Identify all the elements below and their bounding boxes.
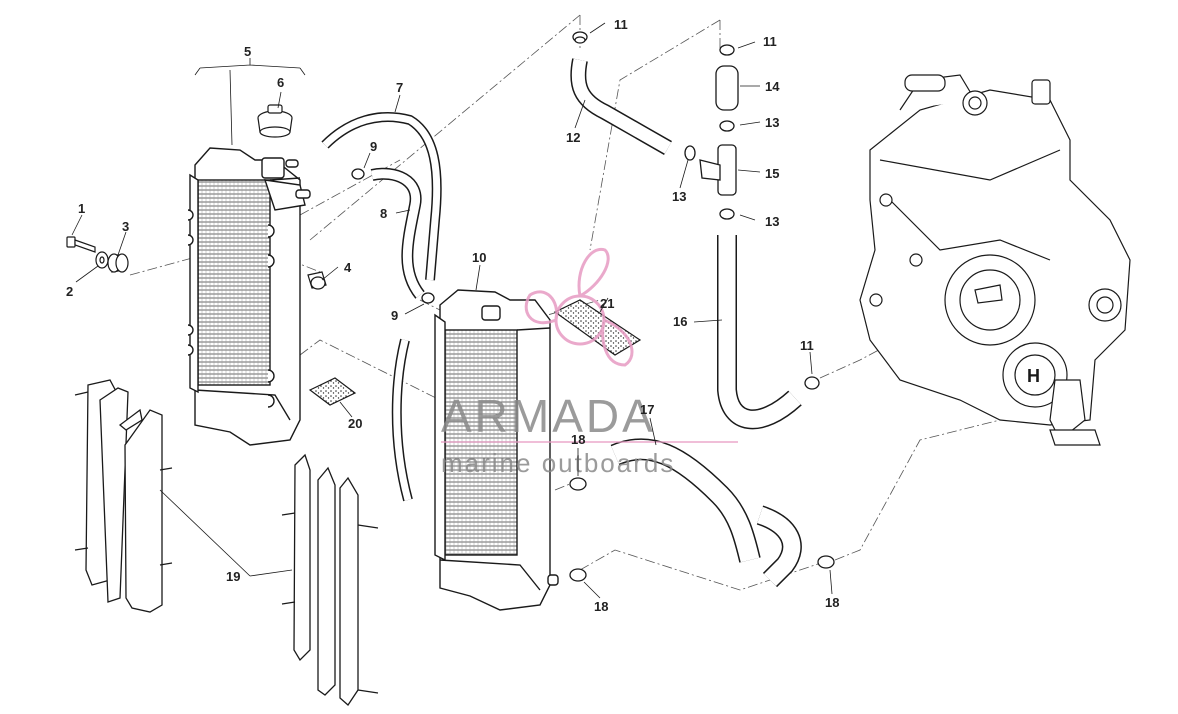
- callout-6: 6: [277, 75, 284, 90]
- callout-leaders: [71, 22, 833, 599]
- callout-13-left: 13: [672, 189, 686, 204]
- callout-11-upper-left: 11: [614, 17, 628, 32]
- hose-17: [610, 438, 802, 588]
- callout-14: 14: [765, 79, 780, 94]
- callout-9-lower: 9: [391, 308, 398, 323]
- callout-2: 2: [66, 284, 73, 299]
- callout-13-upper: 13: [765, 115, 779, 130]
- callout-10: 10: [472, 250, 486, 265]
- mount-hardware: [66, 236, 327, 290]
- callout-7: 7: [396, 80, 403, 95]
- radiator-cap: [257, 104, 293, 138]
- callout-12: 12: [566, 130, 580, 145]
- callout-5: 5: [244, 44, 251, 59]
- callout-16: 16: [673, 314, 687, 329]
- filter-pad-21: [553, 299, 642, 356]
- callout-19: 19: [226, 569, 240, 584]
- callout-4: 4: [344, 260, 352, 275]
- hose-8: [370, 167, 425, 299]
- callout-9-upper: 9: [370, 139, 377, 154]
- callout-18-lower-right: 18: [825, 595, 839, 610]
- callout-3: 3: [122, 219, 129, 234]
- callout-1: 1: [78, 201, 85, 216]
- callout-13-lower: 13: [765, 214, 779, 229]
- filter-pad-20: [308, 377, 357, 406]
- engine-block: H: [859, 74, 1131, 446]
- watermark-tagline: marine outboards: [441, 448, 675, 478]
- callout-20: 20: [348, 416, 362, 431]
- callout-21: 21: [600, 296, 614, 311]
- hose-16: [717, 235, 802, 430]
- hose-clamps-9: [351, 168, 435, 304]
- armada-watermark: ARMADA marine outboards: [441, 247, 738, 478]
- clamps-11-13: [569, 31, 835, 582]
- left-radiator: [187, 147, 311, 446]
- watermark-brand: ARMADA: [441, 390, 656, 442]
- callout-8: 8: [380, 206, 387, 221]
- svg-text:H: H: [1027, 366, 1040, 386]
- callout-15: 15: [765, 166, 779, 181]
- radiator-guards-19: [74, 379, 379, 706]
- armada-logo: [524, 247, 634, 367]
- hose-14: [715, 65, 739, 111]
- hose-7: [321, 112, 442, 502]
- callout-11-upper-right: 11: [763, 34, 777, 49]
- callout-18-upper: 18: [571, 432, 585, 447]
- callout-labels: 1 2 3 4 5 6 7 8 9 9 10 11 11 11 12 13 13…: [66, 17, 839, 614]
- callout-17: 17: [640, 402, 654, 417]
- callout-18-lower-left: 18: [594, 599, 608, 614]
- hose-12: [570, 58, 672, 155]
- callout-11-lower: 11: [800, 338, 814, 353]
- t-fitting-15: [699, 144, 737, 196]
